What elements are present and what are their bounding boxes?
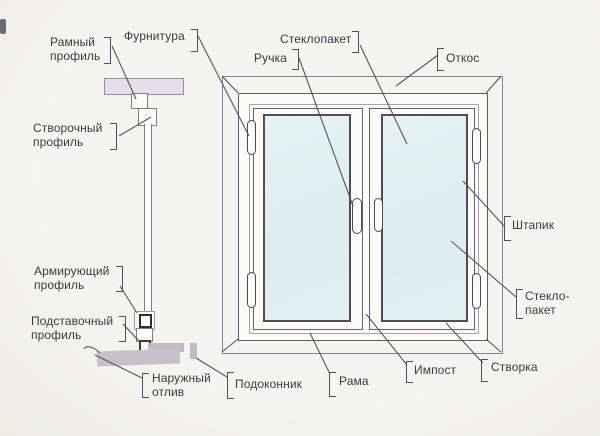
hinge-icon	[472, 273, 481, 309]
label-frame: Рама	[339, 374, 369, 388]
profile-vertical-bar	[144, 124, 152, 312]
bracket-base-profile	[119, 316, 126, 342]
bracket-glass-unit-right	[516, 289, 523, 319]
bracket-reinforcing-profile	[116, 266, 123, 292]
label-sash-profile: Створочный профиль	[33, 121, 103, 149]
label-frame-profile: Рамный профиль	[50, 35, 101, 63]
hinge-icon	[247, 272, 256, 308]
bracket-glass-unit-top	[352, 31, 359, 53]
label-glass-unit-right: Стекло- пакет	[525, 289, 570, 317]
bracket-frame	[329, 372, 336, 397]
hinge-icon	[247, 120, 256, 155]
reinforcing-profile-steel-core	[139, 314, 152, 328]
bracket-slope	[437, 48, 444, 71]
bracket-outer-drip	[142, 373, 149, 398]
label-reinforcing-profile: Армирующий профиль	[34, 264, 110, 292]
label-glass-unit-top: Стеклопакет	[280, 32, 352, 46]
outer-drip-sill-bar	[96, 348, 181, 367]
bracket-sash	[481, 359, 488, 382]
label-mullion: Импост	[414, 363, 457, 377]
left-glass-unit	[263, 114, 351, 322]
label-glazing-bead: Штапик	[512, 218, 555, 232]
bracket-handle	[292, 49, 299, 70]
handle-icon	[352, 198, 362, 234]
label-windowsill: Подоконник	[235, 377, 302, 391]
bracket-mullion	[406, 361, 413, 383]
windowsill-strip	[148, 343, 184, 352]
hinge-icon	[472, 128, 481, 164]
scan-smudge	[0, 19, 6, 34]
bracket-glazing-bead	[504, 216, 511, 241]
label-slope: Откос	[446, 51, 480, 65]
bracket-frame-profile	[104, 37, 111, 64]
label-hardware: Фурнитура	[124, 29, 185, 43]
profile-connector-block	[131, 93, 148, 109]
bracket-sash-profile	[110, 123, 117, 150]
right-glass-unit	[381, 114, 468, 322]
bracket-hardware	[191, 29, 198, 52]
windowsill-end-tab	[190, 343, 197, 359]
label-base-profile: Подставочный профиль	[31, 314, 114, 342]
label-sash: Створка	[491, 360, 538, 374]
bracket-windowsill	[227, 372, 234, 399]
label-outer-drip: Наружный отлив	[152, 371, 211, 399]
handle-icon	[374, 198, 383, 232]
label-handle: Ручка	[254, 51, 287, 65]
